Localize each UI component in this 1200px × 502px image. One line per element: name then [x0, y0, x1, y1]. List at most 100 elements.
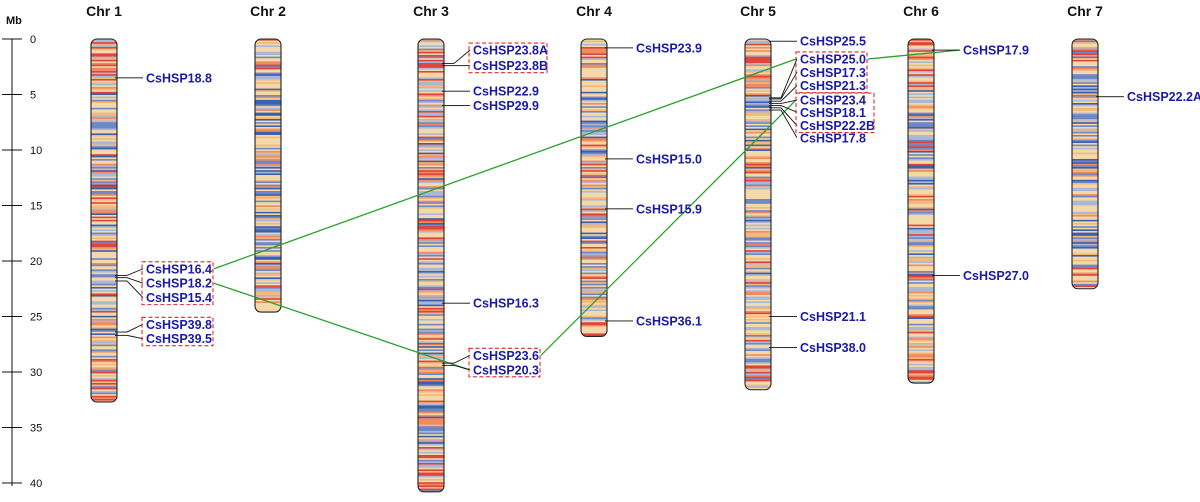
- band: [581, 264, 607, 267]
- band: [908, 95, 934, 97]
- band: [908, 197, 934, 200]
- band: [1072, 264, 1098, 267]
- band: [908, 51, 934, 54]
- band: [745, 141, 771, 144]
- band: [418, 410, 444, 413]
- band: [255, 227, 281, 230]
- band: [908, 93, 934, 96]
- band: [908, 69, 934, 72]
- band: [908, 231, 934, 233]
- band: [908, 309, 934, 312]
- band: [418, 111, 444, 113]
- band: [745, 343, 771, 345]
- band: [581, 263, 607, 265]
- band: [255, 288, 281, 291]
- band: [418, 88, 444, 91]
- band: [908, 245, 934, 248]
- band: [91, 319, 117, 321]
- band: [1072, 91, 1098, 94]
- band: [91, 93, 117, 96]
- band: [908, 301, 934, 304]
- band: [745, 151, 771, 153]
- band: [908, 303, 934, 305]
- band: [1072, 51, 1098, 54]
- band: [581, 202, 607, 205]
- band: [255, 42, 281, 45]
- band: [91, 55, 117, 57]
- band: [418, 80, 444, 83]
- gene-label-cshsp18-1: CsHSP18.1: [800, 106, 866, 120]
- band: [255, 63, 281, 65]
- band: [745, 245, 771, 248]
- band: [255, 264, 281, 267]
- band: [91, 39, 117, 41]
- band: [908, 123, 934, 126]
- band: [1072, 170, 1098, 173]
- band: [908, 266, 934, 269]
- band: [581, 255, 607, 257]
- band: [418, 199, 444, 201]
- band: [745, 378, 771, 381]
- band: [255, 299, 281, 302]
- band: [418, 43, 444, 46]
- band: [255, 194, 281, 197]
- band: [1072, 272, 1098, 275]
- band: [908, 109, 934, 112]
- band: [255, 197, 281, 200]
- band: [745, 296, 771, 299]
- band: [581, 232, 607, 235]
- band: [1072, 104, 1098, 107]
- band: [908, 104, 934, 107]
- band: [581, 155, 607, 158]
- band: [418, 392, 444, 395]
- band: [91, 167, 117, 169]
- band: [581, 173, 607, 176]
- band: [745, 381, 771, 384]
- band: [418, 104, 444, 107]
- band: [745, 211, 771, 214]
- band: [745, 117, 771, 120]
- band: [581, 131, 607, 134]
- band: [745, 251, 771, 254]
- band: [255, 90, 281, 93]
- band: [418, 423, 444, 425]
- band: [908, 267, 934, 270]
- band: [91, 138, 117, 141]
- band: [418, 285, 444, 288]
- band: [1072, 66, 1098, 69]
- band: [581, 98, 607, 101]
- band: [91, 139, 117, 142]
- band: [745, 154, 771, 157]
- band: [418, 202, 444, 205]
- band: [91, 83, 117, 86]
- band: [418, 352, 444, 355]
- band: [745, 317, 771, 320]
- band: [255, 119, 281, 121]
- band: [255, 157, 281, 160]
- band: [1072, 85, 1098, 88]
- chromosome-title: Chr 6: [903, 3, 939, 19]
- band: [1072, 274, 1098, 277]
- band: [745, 327, 771, 329]
- band: [581, 106, 607, 109]
- gene-label-cshsp15-4: CsHSP15.4: [146, 291, 212, 305]
- band: [91, 365, 117, 368]
- band: [91, 111, 117, 113]
- band: [91, 378, 117, 381]
- band: [418, 477, 444, 480]
- band: [91, 315, 117, 318]
- band: [581, 327, 607, 329]
- band: [745, 379, 771, 382]
- band: [1072, 58, 1098, 61]
- band: [908, 259, 934, 262]
- band: [581, 112, 607, 115]
- band: [581, 290, 607, 293]
- band: [745, 338, 771, 341]
- band: [91, 354, 117, 357]
- band: [745, 250, 771, 253]
- band: [745, 275, 771, 278]
- band: [745, 135, 771, 137]
- band: [418, 379, 444, 382]
- band: [418, 429, 444, 432]
- band: [745, 59, 771, 62]
